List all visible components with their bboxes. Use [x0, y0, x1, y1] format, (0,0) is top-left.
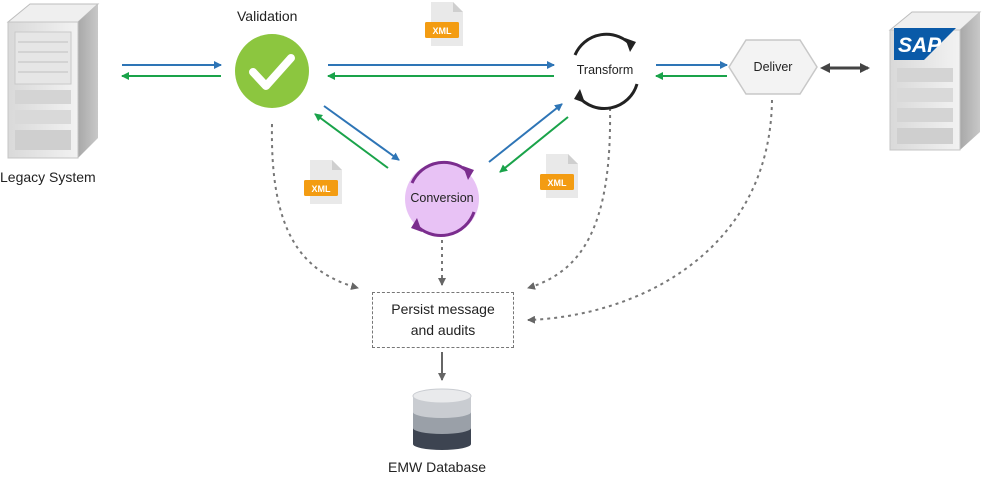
arrow-transform-to-conversion — [499, 116, 569, 173]
persist-line-1: Persist message — [391, 301, 495, 317]
persist-message-box: Persist message and audits — [372, 292, 514, 348]
conversion-node — [405, 160, 479, 238]
conversion-cycle-arc-bottom — [413, 211, 476, 238]
deliver-node — [728, 39, 818, 95]
check-icon — [249, 54, 295, 90]
arrow-conversion-to-transform — [488, 103, 563, 163]
arrow-validation-to-conversion — [323, 105, 400, 161]
sap-logo-text: SAP — [898, 34, 942, 57]
transform-node — [569, 32, 641, 110]
validation-node — [235, 34, 309, 108]
xml-badge-text: XML — [433, 26, 453, 36]
legacy-server-icon — [6, 3, 100, 159]
xml-badge-text: XML — [312, 184, 332, 194]
database-label: EMW Database — [388, 459, 487, 475]
sap-server-icon: SAP — [888, 11, 982, 151]
xml-file-icon-top: XML — [425, 2, 463, 46]
conversion-label: Conversion — [410, 191, 474, 205]
conversion-cycle-arc-top — [410, 160, 472, 184]
validation-check-circle — [235, 34, 309, 108]
dotted-validation-to-persist — [270, 123, 359, 290]
dotted-transform-to-persist — [527, 107, 612, 290]
dotted-deliver-to-persist — [527, 99, 773, 324]
xml-badge-text: XML — [548, 178, 568, 188]
validation-label: Validation — [237, 8, 298, 24]
xml-file-icon-left: XML — [304, 160, 342, 204]
deliver-label: Deliver — [753, 60, 793, 74]
database-icon — [412, 388, 472, 450]
persist-line-2: and audits — [410, 322, 476, 338]
sap-logo: SAP — [894, 28, 956, 60]
legacy-system-label: Legacy System — [0, 169, 96, 185]
arrow-conversion-to-validation — [314, 113, 389, 169]
transform-cycle-arc-top — [573, 32, 634, 56]
xml-file-icon-right: XML — [540, 154, 578, 198]
transform-label: Transform — [576, 63, 634, 77]
